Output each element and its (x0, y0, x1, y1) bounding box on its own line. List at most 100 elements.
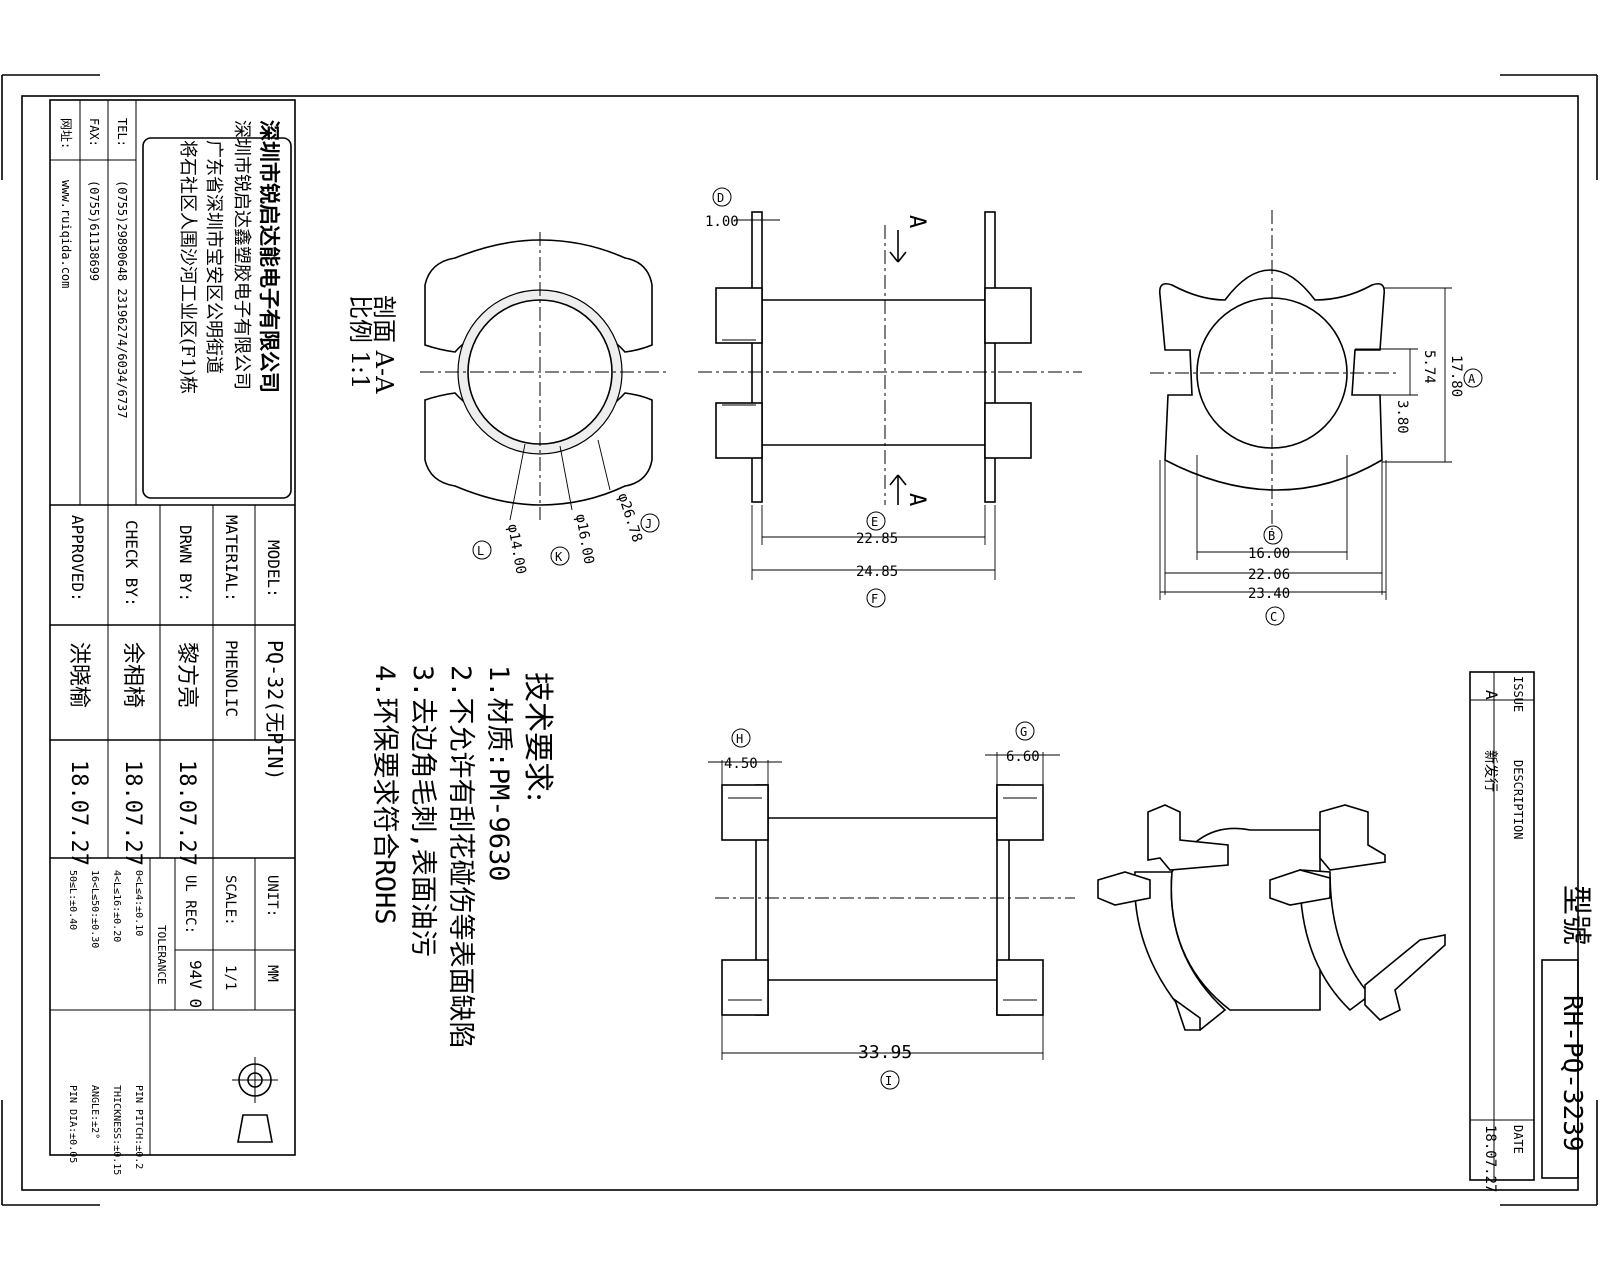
tag-top: D (712, 187, 732, 207)
tag-d3: L (472, 540, 492, 560)
note-item: 3.去边角毛刺,表面油污 (407, 665, 438, 957)
cut-label-top: A (904, 215, 929, 228)
tolerance-left-item: 50≤L:±0.40 (67, 870, 78, 930)
dim-length: 33.95 (858, 1042, 912, 1063)
svg-text:L: L (477, 544, 484, 558)
dim-d3: φ14.00 (504, 523, 529, 576)
description-label: DESCRIPTION (1511, 760, 1525, 839)
tag-w1: B (1263, 525, 1283, 545)
dim-slot2: 3.80 (1394, 400, 1410, 434)
material-label: MATERIAL: (222, 515, 241, 602)
company-name-2: 深圳市锐启达鑫塑胶电子有限公司 (231, 120, 252, 390)
issue-label: ISSUE (1511, 676, 1525, 712)
issue-value: A (1482, 690, 1501, 700)
web-value: www.ruiqida.com (59, 180, 73, 288)
cut-label-bottom: A (904, 493, 929, 506)
tag-d1: J (640, 513, 660, 533)
tolerance-left-item: 16<L≤50:±0.30 (89, 870, 100, 948)
check-date: 18.07.27 (120, 760, 145, 866)
tag-w3: C (1265, 606, 1285, 626)
drwn-label: DRWN BY: (176, 525, 195, 602)
isometric-view (1097, 804, 1446, 1032)
dim-d1: φ26.78 (614, 491, 645, 544)
model-cn-label: 型號 (1558, 885, 1593, 945)
model-value: PQ-32(无PIN) (263, 640, 287, 780)
tag-outer: F (866, 588, 886, 608)
svg-text:J: J (645, 517, 652, 531)
tag-height: A (1463, 368, 1483, 388)
dim-w1: 16.00 (1248, 546, 1290, 562)
tag-right: G (1015, 721, 1035, 741)
bottom-view (708, 752, 1075, 1060)
unit-label: UNIT: (264, 875, 280, 917)
tel-label: TEL: (115, 118, 129, 147)
tag-inner: E (866, 511, 886, 531)
dim-slot: 5.74 (1421, 350, 1437, 384)
address-line-1: 广东省深圳市宝安区公明街道 (203, 140, 224, 374)
tolerance-left-item: 0<L≤4:±0.10 (133, 870, 144, 936)
dim-height: 17.80 (1448, 355, 1464, 397)
approved-date: 18.07.27 (66, 760, 91, 866)
approved-label: APPROVED: (68, 515, 87, 602)
frame-corners (1, 74, 1598, 1206)
tolerance-right-item: ANGLE:±2° (89, 1085, 100, 1139)
svg-text:G: G (1020, 725, 1027, 739)
svg-text:H: H (736, 732, 743, 746)
drwn-date: 18.07.27 (174, 760, 199, 866)
dim-w2: 22.06 (1248, 567, 1290, 583)
section-label: 剖面 A-A (370, 295, 398, 394)
unit-value: MM (264, 965, 280, 982)
tolerance-right-item: PIN DIA:±0.05 (67, 1085, 78, 1163)
description-value: 新发行 (1482, 750, 1498, 792)
dim-left: 4.50 (724, 756, 758, 772)
svg-text:B: B (1268, 529, 1275, 543)
check-name: 余相椅 (120, 642, 145, 708)
ul-label: UL REC: (182, 875, 198, 934)
svg-text:I: I (885, 1074, 892, 1088)
tag-d2: K (550, 546, 570, 566)
dim-w3: 23.40 (1248, 586, 1290, 602)
revision-block (1469, 671, 1579, 1181)
tolerance-label: TOLERANCE (155, 925, 168, 985)
tag-left: H (731, 728, 751, 748)
dim-right: 6.60 (1006, 749, 1040, 765)
svg-text:F: F (871, 592, 878, 606)
dim-outer: 24.85 (856, 564, 898, 580)
section-view (420, 232, 668, 521)
approved-name: 洪晓榆 (66, 642, 91, 708)
material-value: PHENOLIC (222, 640, 241, 717)
ul-value: 94V 0 (186, 960, 205, 1008)
tag-length: I (880, 1070, 900, 1090)
svg-text:E: E (871, 515, 878, 529)
drwn-name: 黎方亮 (174, 642, 199, 708)
note-item: 4.环保要求符合ROHS (369, 665, 400, 925)
notes-heading: 技术要求: (520, 672, 555, 802)
date-value: 18.07.27 (1482, 1125, 1498, 1192)
fax-label: FAX: (87, 118, 101, 147)
model-label: MODEL: (264, 540, 283, 598)
dim-d2: φ16.00 (572, 513, 597, 566)
section-scale: 比例 1:1 (346, 295, 374, 389)
address-line-2: 将石社区人围沙河工业区(F1)栋 (177, 140, 198, 394)
note-item: 2.不允许有刮花碰伤等表面缺陷 (445, 665, 476, 1049)
svg-text:D: D (717, 191, 724, 205)
fax-value: (0755)61138699 (87, 180, 101, 281)
drawing-border (21, 95, 1579, 1191)
svg-text:C: C (1270, 610, 1277, 624)
web-label: 网址: (59, 118, 73, 149)
tel-value: (0755)29890648 23196274/6034/6737 (115, 180, 129, 418)
scale-label: SCALE: (222, 875, 238, 926)
tolerance-right-item: PIN PITCH:±0.2 (133, 1085, 144, 1169)
svg-text:A: A (1468, 372, 1476, 386)
tolerance-left-item: 4<L≤16:±0.20 (111, 870, 122, 942)
title-block (49, 99, 296, 1156)
dim-inner: 22.85 (856, 531, 898, 547)
side-view (698, 211, 1082, 580)
tolerance-right-item: THICKNESS:±0.15 (111, 1085, 122, 1175)
scale-value: 1/1 (222, 965, 238, 990)
date-label: DATE (1511, 1125, 1525, 1154)
part-number: RH-PQ-3239 (1557, 995, 1587, 1152)
company-name: 深圳市锐启达能电子有限公司 (257, 120, 282, 393)
end-view (1150, 210, 1452, 600)
